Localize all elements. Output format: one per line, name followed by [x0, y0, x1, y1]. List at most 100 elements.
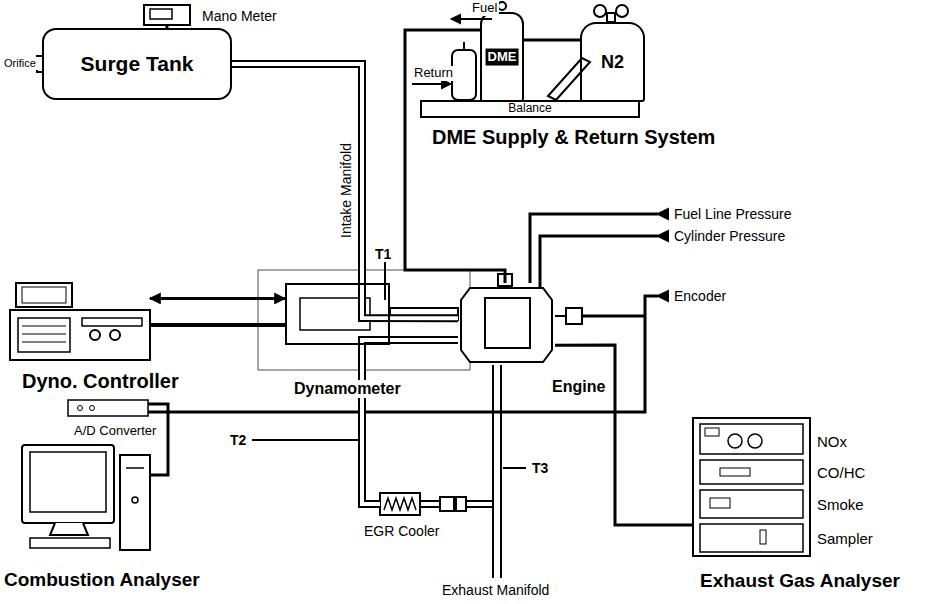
- cohc-analyser: [700, 460, 803, 484]
- engine-block: [461, 288, 552, 362]
- t2-probe: [252, 439, 358, 441]
- signal-connector: [150, 298, 285, 299]
- pipe-connector: [232, 64, 458, 318]
- signal-connector: [405, 30, 505, 283]
- controller-body: [10, 310, 150, 360]
- encoder-symbol: [566, 308, 582, 324]
- connector-line: [362, 340, 458, 504]
- n2-gauge: [594, 5, 606, 17]
- part-label: Fuel Line Pressure: [672, 206, 794, 222]
- fuel-arrowhead: [452, 15, 460, 23]
- part-label: NOx: [815, 433, 849, 450]
- controller-screen: [22, 287, 66, 303]
- n2-regulator: [607, 13, 615, 22]
- fuel-arrow: [458, 18, 492, 20]
- node-label: Dyno. Controller: [20, 370, 181, 393]
- n2-gauge: [616, 5, 628, 17]
- cooler-coil: [384, 498, 416, 510]
- converter-body: [68, 400, 148, 416]
- controller-monitor: [16, 283, 72, 307]
- t1-probe: [384, 262, 386, 300]
- part-label: T3: [530, 460, 550, 476]
- smoke-display: [710, 498, 730, 508]
- node-label: Surge Tank: [81, 52, 194, 76]
- encoder-shaft: [555, 315, 566, 317]
- nox-dial: [728, 434, 742, 448]
- egr-valve: [456, 497, 466, 511]
- connector-line: [405, 30, 505, 283]
- return-arrow: [412, 83, 444, 85]
- dme-cylinder: DME: [480, 12, 524, 102]
- part-label: Exhaust Manifold: [440, 582, 551, 598]
- panel-slot: [22, 334, 66, 335]
- part-label: Intake Manifold: [338, 141, 354, 240]
- engine-head: [485, 298, 530, 348]
- pressure-signal-wire: [530, 214, 658, 283]
- ad-converter: A/D Converter: [68, 400, 148, 416]
- t3-probe: [503, 467, 526, 469]
- cohc-display: [720, 468, 750, 476]
- combustion-analyser: Combustion Analyser: [22, 445, 150, 552]
- engine-box: Engine: [458, 283, 555, 365]
- dynamometer-box: Dynamometer: [285, 283, 390, 345]
- part-label: T2: [228, 432, 248, 448]
- nox-analyser: [700, 424, 803, 454]
- smoke-meter: [700, 490, 803, 518]
- part-label: Orifice: [2, 57, 38, 70]
- return-valve: [463, 42, 465, 50]
- node-label: N2: [601, 52, 624, 73]
- drawing: [10, 2, 810, 578]
- signal-cable: [148, 296, 658, 412]
- nox-dial: [748, 434, 762, 448]
- connector-line: [555, 345, 693, 525]
- egr-cooler-body: [380, 493, 420, 515]
- pc-monitor: [22, 445, 114, 523]
- exhaust-pipe: [492, 365, 502, 578]
- controller-knob: [110, 330, 120, 340]
- return-cylinder: [452, 50, 476, 100]
- part-label: CO/HC: [815, 464, 867, 481]
- pc-screen: [30, 452, 106, 512]
- egr-valve: [440, 497, 454, 511]
- signal-arrowhead: [658, 231, 668, 241]
- exhaust-gas-analyser: Exhaust Gas Analyser: [693, 418, 810, 556]
- panel-slot: [22, 326, 66, 327]
- pc-drive: [126, 467, 144, 469]
- pipe-connector: [362, 340, 458, 504]
- node-label: Combustion Analyser: [2, 569, 202, 591]
- connector-line: [148, 404, 168, 475]
- converter-led: [90, 406, 95, 411]
- converter-led: [78, 406, 83, 411]
- exhaust-pipe-inner: [494, 365, 500, 578]
- connector-line: [232, 64, 458, 318]
- node-label: Exhaust Gas Analyser: [698, 570, 902, 592]
- connector-line: [232, 64, 458, 318]
- controller-panel: [18, 318, 70, 352]
- manometer-box: Mano Meter: [143, 4, 191, 26]
- analyser-rack: [693, 418, 810, 556]
- sampler-handle: [760, 530, 766, 544]
- pressure-signal-wire: [540, 236, 658, 287]
- controller-display: [82, 318, 142, 326]
- part-label: T1: [373, 246, 393, 262]
- connector-line: [524, 39, 580, 42]
- node-label: DME: [486, 49, 519, 66]
- part-label: Smoke: [815, 496, 866, 513]
- part-label: DME Supply & Return System: [430, 126, 717, 149]
- egr-cooler: EGR Cooler: [380, 493, 420, 515]
- signal-cable: [150, 323, 285, 327]
- part-label: Return: [412, 66, 455, 81]
- node-label: Balance: [508, 102, 551, 116]
- node-label: EGR Cooler: [362, 523, 441, 539]
- pc-button: [132, 497, 138, 503]
- part-label: Sampler: [815, 530, 875, 547]
- signal-connector: [148, 404, 168, 475]
- node-label: Dynamometer: [292, 380, 403, 398]
- balance-scale: Balance: [420, 100, 640, 118]
- signal-arrowhead: [658, 209, 668, 219]
- part-label: Fuel: [470, 1, 499, 16]
- signal-connector: [555, 345, 693, 525]
